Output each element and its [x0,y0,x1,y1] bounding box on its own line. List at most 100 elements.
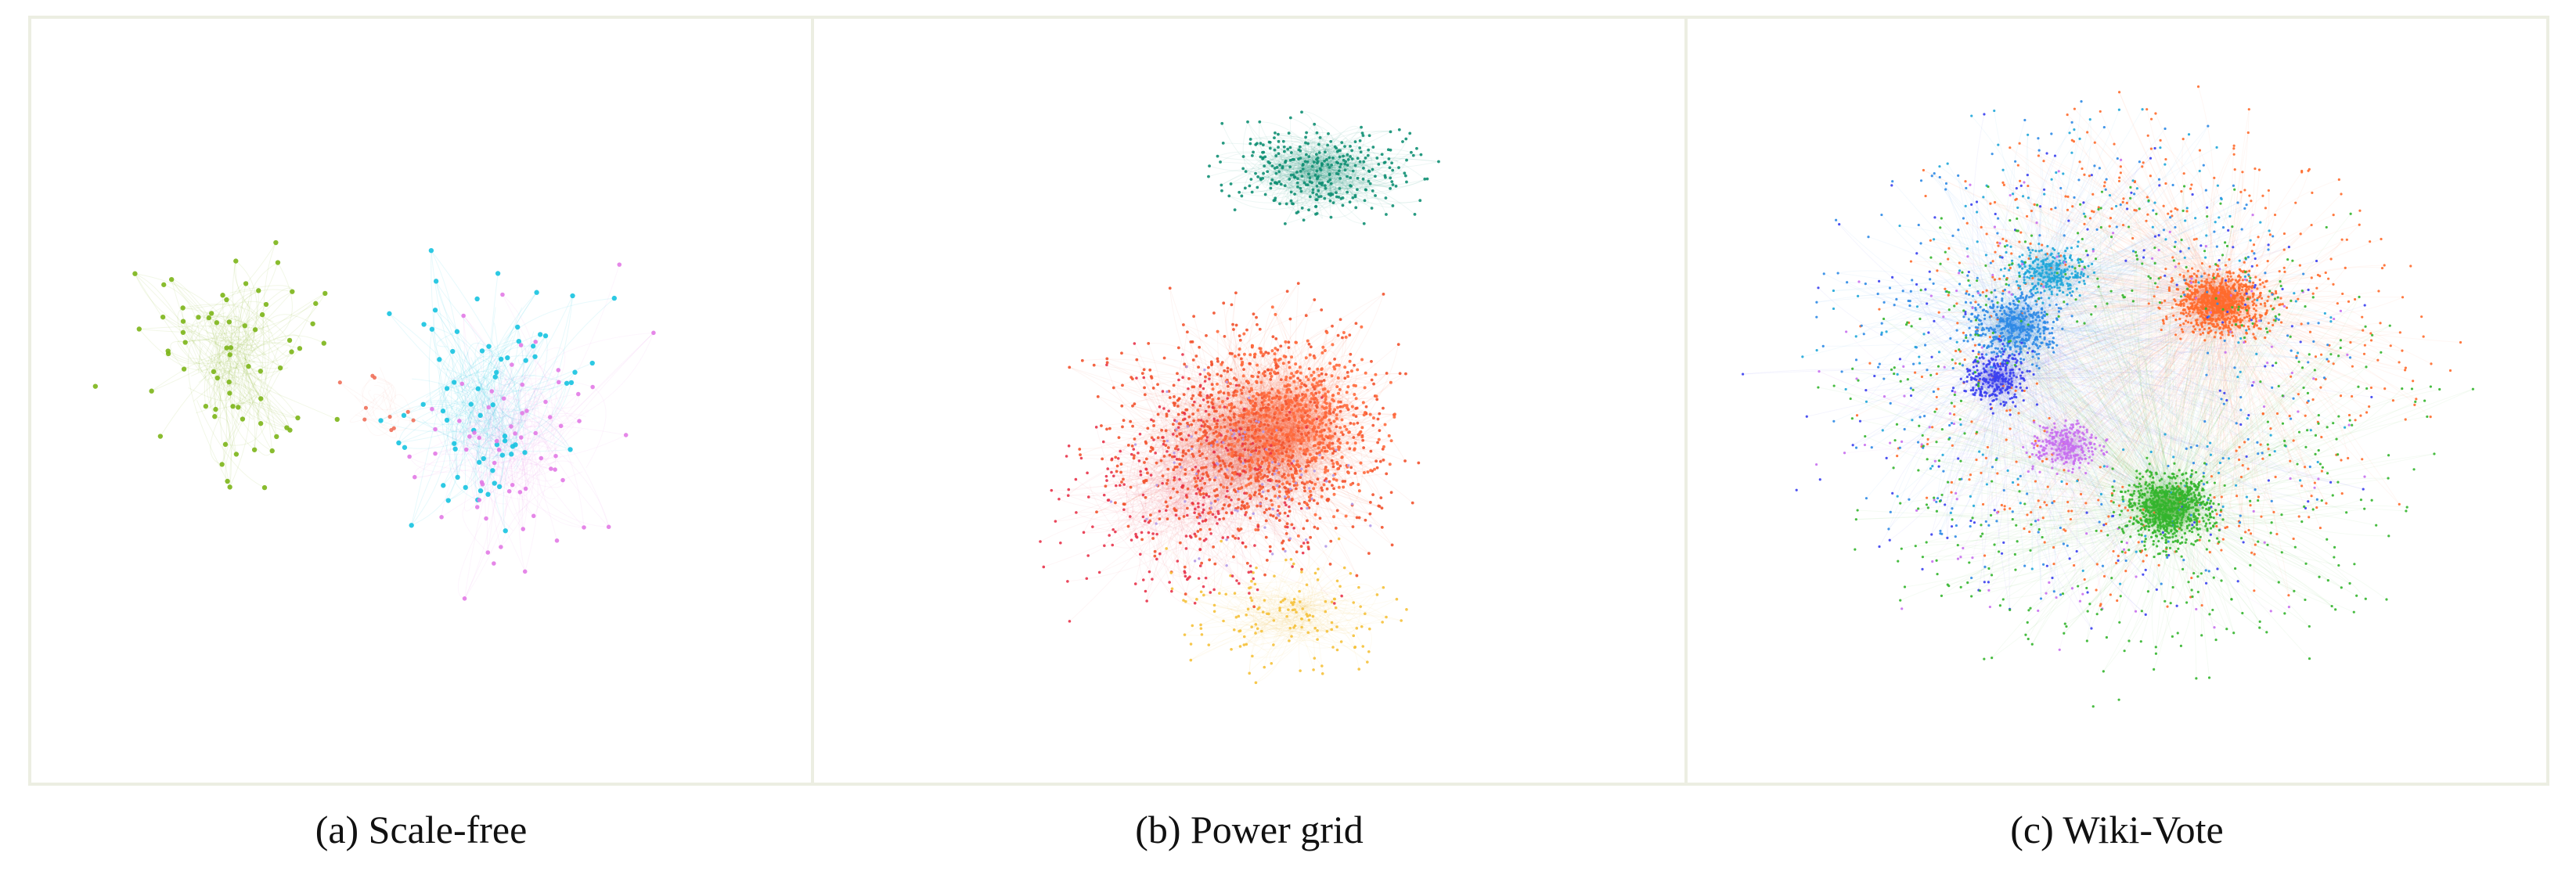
network-edge [1281,433,1380,507]
network-edge [461,346,489,391]
network-edge [518,375,546,572]
network-node [492,480,497,486]
network-edge [1216,358,1241,434]
network-edge [471,459,478,508]
network-edge [1245,364,1277,493]
network-edge [500,408,515,427]
network-edge [1128,397,1244,527]
network-edge [1259,467,1279,512]
network-node [441,483,446,488]
network-edge [1252,424,1364,441]
network-edge [1185,469,1202,485]
network-node [1253,491,1257,495]
network-node [1287,361,1291,364]
network-node [516,338,521,344]
network-node [454,329,460,334]
network-node [1129,485,1133,489]
network-edge [379,412,411,431]
network-node [181,366,187,372]
network-node [1275,421,1279,425]
network-edge [1235,363,1251,389]
network-edge [1224,459,1259,531]
network-edge [521,344,553,441]
network-edge [470,430,500,508]
network-edge [403,406,485,431]
network-edge [1124,417,1287,505]
network-edge [1259,425,1374,483]
network-edge [390,394,414,421]
network-node [1239,507,1243,511]
network-edge [1248,430,1305,503]
network-node [1390,543,1394,547]
network-edge [1167,463,1186,477]
network-edge [512,336,548,445]
network-edge [207,312,228,465]
network-edge [230,298,243,348]
network-edge [1238,373,1271,493]
network-edge [1233,437,1244,543]
network-edge [1259,382,1294,419]
network-edge [1231,445,1277,519]
network-edge [1307,344,1400,473]
network-edge [218,262,279,344]
network-node [1300,432,1303,436]
network-edge [1124,395,1299,505]
network-edge [1166,378,1265,431]
network-node [273,239,279,246]
network-edge [494,444,525,464]
network-edge [233,316,281,369]
network-edge [261,314,286,341]
network-node [1176,490,1179,494]
network-node [1240,391,1244,395]
network-edge [474,394,504,429]
network-node [531,513,536,519]
network-node [1273,416,1276,419]
network-node [1277,519,1281,522]
network-node [407,454,412,459]
network-edge [1227,325,1238,421]
network-edge [1231,359,1275,394]
network-edge [1231,456,1247,513]
network-edge [509,429,541,491]
network-edge [211,313,258,346]
network-edge [245,340,261,399]
network-edge [1297,418,1392,545]
network-node [1194,485,1197,488]
network-edge [474,473,505,508]
network-node [1203,481,1207,485]
network-edge [585,387,607,468]
network-node [1132,456,1136,460]
network-edge [188,381,232,401]
network-edge [473,448,487,491]
network-edge [1251,508,1266,523]
network-edge [1212,393,1242,408]
network-edge [139,329,211,371]
network-node [1122,419,1126,423]
network-edge [1227,431,1261,506]
network-edge [226,347,240,363]
network-node [499,356,504,362]
network-edge [1183,419,1252,450]
network-node [433,451,438,456]
network-node [1389,491,1393,495]
network-node [1197,419,1201,422]
network-edge [1192,498,1270,514]
network-node [437,357,442,362]
network-node [475,386,481,391]
network-node [1287,340,1291,344]
network-edge [1080,398,1301,456]
network-edge [1105,438,1199,487]
network-edge [232,261,241,347]
network-edge [1202,419,1251,455]
network-node [1271,335,1275,339]
network-node [439,515,444,520]
network-edge [496,441,520,467]
network-node [203,403,209,409]
network-edge [1186,389,1267,441]
network-node [1329,421,1333,425]
network-edge [222,295,263,419]
network-edge [1231,444,1275,489]
network-edge [521,470,544,516]
network-edge [1266,417,1331,565]
network-node [1281,419,1285,423]
